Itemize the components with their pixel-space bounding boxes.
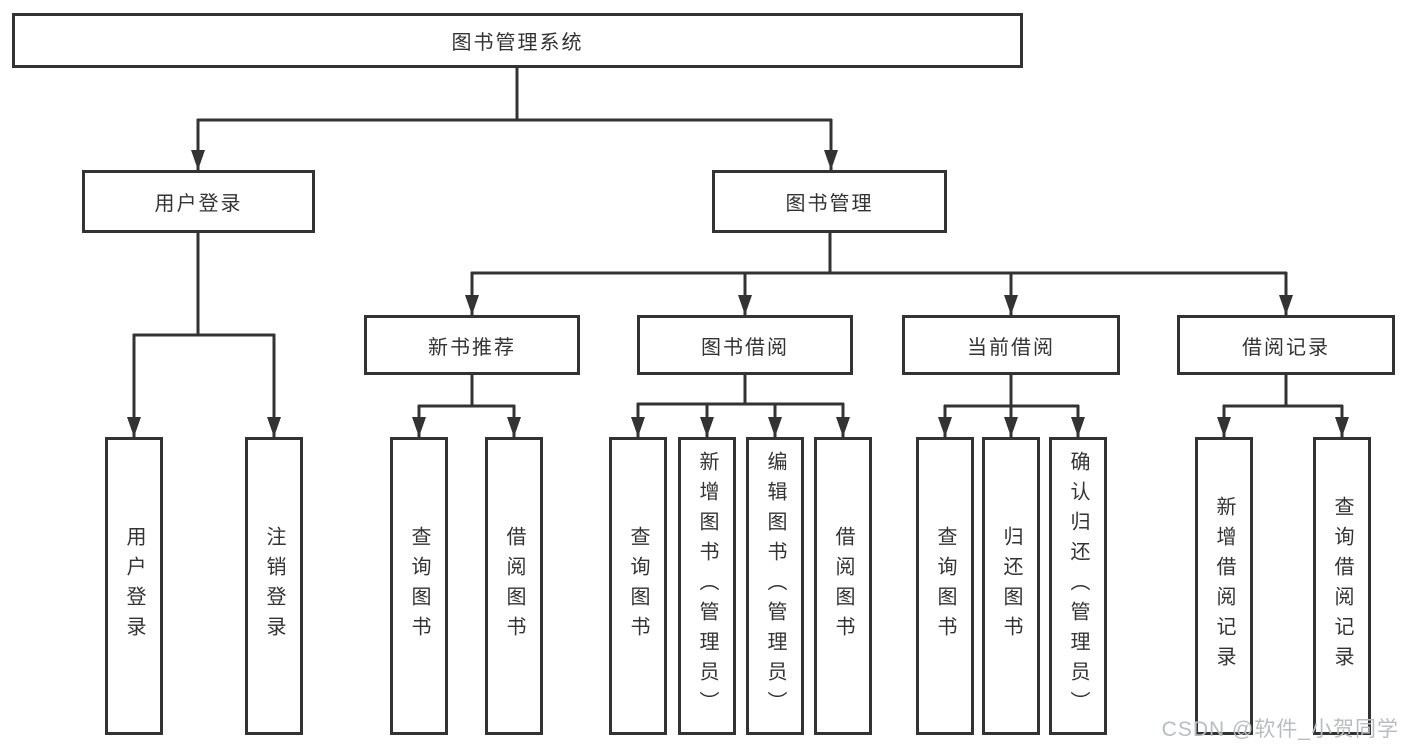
leaf-borrow-books: 借阅图书	[814, 437, 872, 735]
leaf-borrow-books-recommend: 借阅图书	[485, 437, 543, 735]
leaf-label: 查询图书	[934, 526, 956, 646]
leaf-label: 编辑图书（管理员）	[764, 451, 786, 721]
node-new-book-recommendation: 新书推荐	[364, 315, 580, 375]
leaf-label: 新增借阅记录	[1213, 496, 1235, 676]
leaf-label: 查询图书	[408, 526, 430, 646]
node-label: 图书借阅	[701, 336, 789, 359]
leaf-add-borrow-record: 新增借阅记录	[1195, 437, 1253, 735]
leaf-label: 查询借阅记录	[1331, 496, 1353, 676]
leaf-query-books-recommend: 查询图书	[390, 437, 448, 735]
leaf-query-books-borrow: 查询图书	[609, 437, 667, 735]
node-book-management: 图书管理	[712, 170, 947, 233]
leaf-logout: 注销登录	[245, 437, 303, 735]
leaf-return-books: 归还图书	[982, 437, 1040, 735]
node-label: 借阅记录	[1242, 336, 1330, 359]
leaf-user-login: 用户登录	[105, 437, 163, 735]
leaf-label: 查询图书	[627, 526, 649, 646]
node-label: 当前借阅	[967, 336, 1055, 359]
leaf-label: 用户登录	[123, 526, 145, 646]
node-current-borrowing: 当前借阅	[902, 315, 1120, 375]
leaf-add-books-admin: 新增图书（管理员）	[678, 437, 736, 735]
leaf-confirm-return-admin: 确认归还（管理员）	[1049, 437, 1107, 735]
leaf-label: 借阅图书	[832, 526, 854, 646]
leaf-query-books-current: 查询图书	[916, 437, 974, 735]
leaf-edit-books-admin: 编辑图书（管理员）	[746, 437, 804, 735]
leaf-label: 确认归还（管理员）	[1067, 451, 1089, 721]
node-borrowing-records: 借阅记录	[1177, 315, 1395, 375]
leaf-label: 借阅图书	[503, 526, 525, 646]
node-user-login: 用户登录	[82, 170, 315, 233]
csdn-watermark: CSDN @软件_小贺同学	[1161, 718, 1399, 741]
node-label: 新书推荐	[428, 336, 516, 359]
node-book-borrowing: 图书借阅	[637, 315, 853, 375]
node-label: 图书管理	[785, 193, 874, 215]
leaf-label: 归还图书	[1000, 526, 1022, 646]
node-root-library-system: 图书管理系统	[12, 13, 1023, 68]
node-label: 图书管理系统	[451, 32, 584, 54]
node-label: 用户登录	[154, 193, 243, 215]
leaf-query-borrow-record: 查询借阅记录	[1313, 437, 1371, 735]
leaf-label: 新增图书（管理员）	[696, 451, 718, 721]
leaf-label: 注销登录	[263, 526, 285, 646]
